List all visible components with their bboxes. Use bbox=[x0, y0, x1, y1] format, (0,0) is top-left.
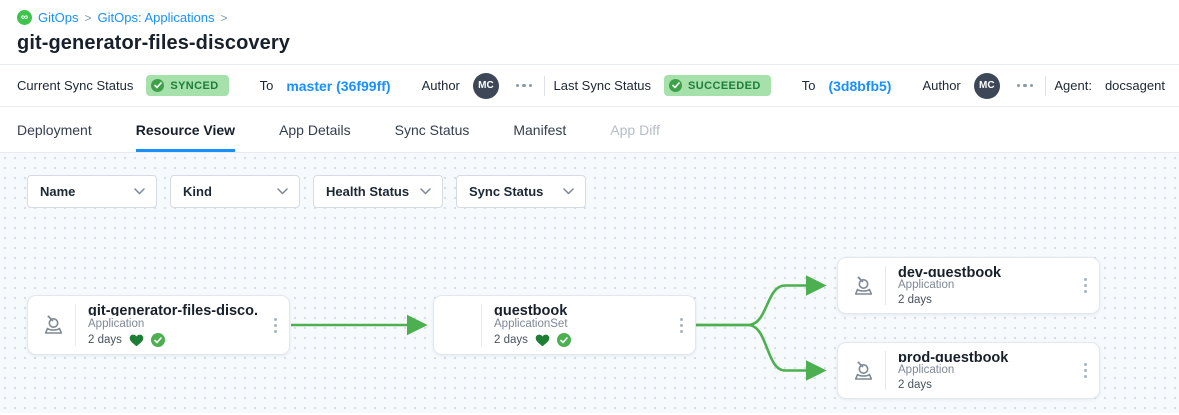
node-menu-kebab-icon[interactable] bbox=[261, 296, 289, 354]
agent-value: docsagent bbox=[1104, 78, 1165, 93]
node-title: guestbook bbox=[494, 303, 568, 316]
sync-status-bar: Current Sync Status SYNCED To master (36… bbox=[0, 64, 1179, 107]
chevron-down-icon bbox=[563, 188, 574, 195]
page-title: git-generator-files-discovery bbox=[17, 32, 290, 54]
more-actions-icon[interactable] bbox=[1013, 80, 1038, 92]
node-menu-kebab-icon[interactable] bbox=[667, 296, 695, 354]
current-sync-section: Current Sync Status SYNCED To master (36… bbox=[17, 72, 537, 99]
divider bbox=[1045, 75, 1047, 96]
health-heart-icon bbox=[129, 334, 144, 346]
node-title: dev-guestbook bbox=[898, 265, 1002, 277]
chevron-down-icon bbox=[420, 188, 431, 195]
to-label: To bbox=[259, 78, 274, 93]
filter-bar: Name Kind Health Status Sync Status bbox=[27, 175, 586, 208]
node-content: git-generator-files-disco... Application… bbox=[76, 296, 261, 354]
chevron-down-icon bbox=[277, 188, 288, 195]
divider bbox=[544, 75, 546, 96]
agent-label: Agent: bbox=[1054, 78, 1092, 93]
check-circle-icon bbox=[151, 79, 165, 92]
filter-label: Kind bbox=[183, 184, 212, 199]
to-label: To bbox=[801, 78, 816, 93]
author-avatar: MC bbox=[472, 72, 499, 99]
divider bbox=[885, 266, 886, 305]
node-meta: 2 days bbox=[494, 333, 665, 347]
resource-graph: Name Kind Health Status Sync Status bbox=[0, 153, 1179, 413]
tab-manifest[interactable]: Manifest bbox=[513, 121, 567, 138]
node-title: git-generator-files-disco... bbox=[88, 303, 259, 316]
node-age: 2 days bbox=[898, 379, 932, 391]
node-kind: Application bbox=[898, 279, 955, 291]
graph-node-prod-guestbook[interactable]: prod-guestbook Application 2 days bbox=[837, 342, 1100, 399]
health-heart-icon bbox=[535, 334, 550, 346]
divider bbox=[885, 351, 886, 390]
name-filter-dropdown[interactable]: Name bbox=[27, 175, 157, 208]
tab-app-details[interactable]: App Details bbox=[279, 121, 351, 138]
breadcrumb-separator: > bbox=[220, 10, 228, 25]
graph-node-git-generator[interactable]: git-generator-files-disco... Application… bbox=[27, 295, 290, 355]
tab-sync-status[interactable]: Sync Status bbox=[394, 121, 470, 138]
synced-check-icon bbox=[150, 333, 165, 347]
node-kind: Application bbox=[88, 318, 145, 330]
node-age: 2 days bbox=[494, 334, 528, 346]
filter-label: Sync Status bbox=[469, 184, 544, 199]
current-sync-badge: SYNCED bbox=[146, 75, 229, 96]
node-age: 2 days bbox=[88, 334, 122, 346]
last-sync-label: Last Sync Status bbox=[553, 78, 652, 93]
filter-label: Name bbox=[40, 184, 76, 199]
agent-section: Agent: docsagent bbox=[1054, 78, 1165, 93]
author-label: Author bbox=[922, 78, 961, 93]
node-content: dev-guestbook Application 2 days bbox=[886, 258, 1071, 313]
argo-application-icon bbox=[838, 343, 885, 398]
argo-application-icon bbox=[28, 296, 75, 354]
divider bbox=[75, 304, 76, 346]
page-header: ∞ GitOps > GitOps: Applications > git-ge… bbox=[0, 0, 1179, 64]
node-title: prod-guestbook bbox=[898, 350, 1009, 362]
current-sync-label: Current Sync Status bbox=[17, 78, 134, 93]
breadcrumb: ∞ GitOps > GitOps: Applications > bbox=[17, 10, 1162, 25]
breadcrumb-gitops[interactable]: GitOps bbox=[38, 10, 79, 25]
node-kind: ApplicationSet bbox=[494, 318, 568, 330]
health-status-filter-dropdown[interactable]: Health Status bbox=[313, 175, 443, 208]
author-avatar: MC bbox=[973, 72, 1000, 99]
current-sync-badge-label: SYNCED bbox=[170, 79, 219, 92]
node-content: guestbook ApplicationSet 2 days bbox=[482, 296, 667, 354]
graph-node-dev-guestbook[interactable]: dev-guestbook Application 2 days bbox=[837, 257, 1100, 314]
graph-node-guestbook[interactable]: guestbook ApplicationSet 2 days bbox=[433, 295, 696, 355]
chevron-down-icon bbox=[134, 188, 145, 195]
node-meta: 2 days bbox=[898, 294, 1069, 306]
node-menu-kebab-icon[interactable] bbox=[1071, 343, 1099, 398]
check-circle-icon bbox=[669, 79, 683, 92]
current-revision-link[interactable]: master (36f99ff) bbox=[286, 77, 391, 94]
node-kind: Application bbox=[898, 364, 955, 376]
gitops-logo-icon: ∞ bbox=[17, 10, 32, 25]
tab-resource-view[interactable]: Resource View bbox=[135, 107, 236, 152]
kind-filter-dropdown[interactable]: Kind bbox=[170, 175, 300, 208]
node-content: prod-guestbook Application 2 days bbox=[886, 343, 1071, 398]
argo-application-icon bbox=[838, 258, 885, 313]
sync-status-filter-dropdown[interactable]: Sync Status bbox=[456, 175, 586, 208]
node-icon-placeholder bbox=[434, 296, 481, 354]
last-sync-section: Last Sync Status SUCCEEDED To (3d8bfb5) … bbox=[553, 72, 1038, 99]
more-actions-icon[interactable] bbox=[512, 80, 537, 92]
node-menu-kebab-icon[interactable] bbox=[1071, 258, 1099, 313]
tab-bar: Deployment Resource View App Details Syn… bbox=[0, 107, 1179, 153]
breadcrumb-applications[interactable]: GitOps: Applications bbox=[97, 10, 215, 25]
node-age: 2 days bbox=[898, 294, 932, 306]
tab-app-diff[interactable]: App Diff bbox=[610, 121, 660, 138]
node-meta: 2 days bbox=[88, 333, 259, 347]
synced-check-icon bbox=[556, 333, 571, 347]
filter-label: Health Status bbox=[326, 184, 410, 199]
last-revision-link[interactable]: (3d8bfb5) bbox=[828, 77, 892, 94]
last-sync-badge-label: SUCCEEDED bbox=[688, 79, 761, 92]
divider bbox=[481, 304, 482, 346]
node-meta: 2 days bbox=[898, 379, 1069, 391]
last-sync-badge: SUCCEEDED bbox=[664, 75, 771, 96]
author-label: Author bbox=[421, 78, 460, 93]
tab-deployment[interactable]: Deployment bbox=[17, 121, 92, 138]
breadcrumb-separator: > bbox=[84, 10, 92, 25]
